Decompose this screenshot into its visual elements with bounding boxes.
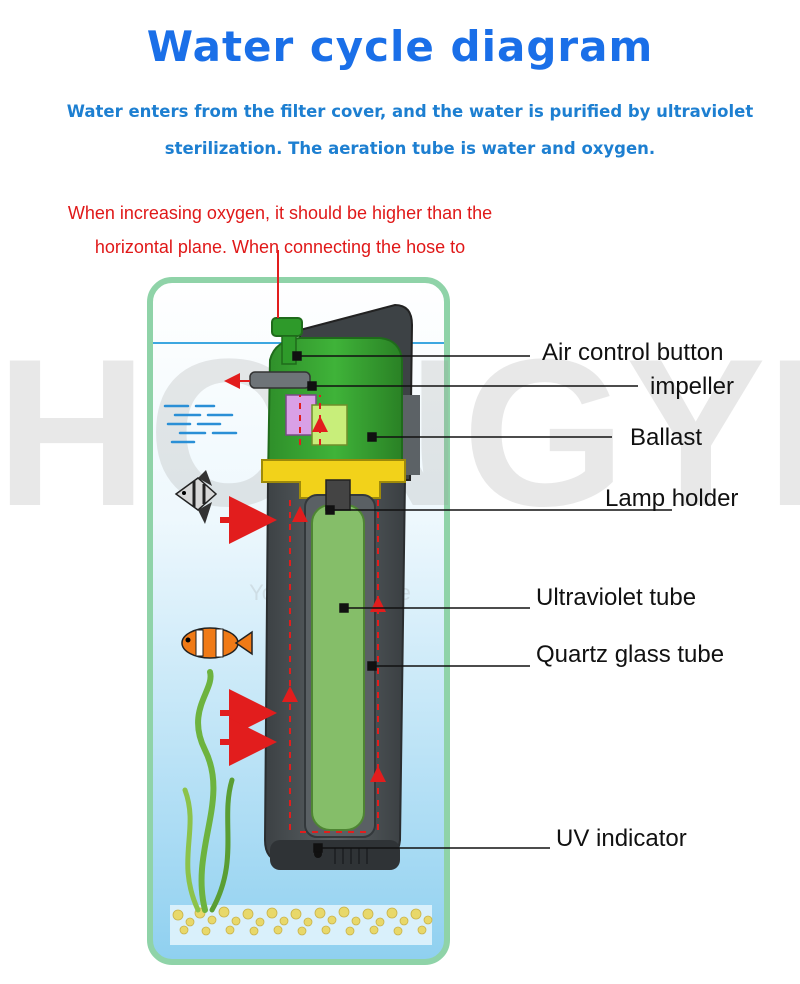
seaweed-plant [182, 669, 235, 913]
label-ballast: Ballast [630, 424, 703, 451]
label-quartz-glass-tube: Quartz glass tube [536, 641, 725, 668]
label-lamp-holder: Lamp holder [605, 485, 739, 512]
angelfish [174, 470, 218, 524]
label-air-control-button: Air control button [542, 339, 724, 366]
label-impeller: impeller [650, 373, 735, 400]
water-ripples [163, 404, 238, 444]
clownfish [181, 627, 253, 659]
label-uv-indicator: UV indicator [556, 825, 687, 852]
note-line-2: horizontal plane. When connecting the ho… [94, 237, 466, 257]
intro-line-2: sterilization. The aeration tube is wate… [164, 139, 656, 158]
label-ultraviolet-tube: Ultraviolet tube [536, 584, 697, 611]
label-leader-lines [292, 351, 672, 853]
diagram-title: Water cycle diagram [146, 22, 654, 71]
note-line-1: When increasing oxygen, it should be hig… [67, 203, 493, 223]
intro-line-1: Water enters from the filter cover, and … [66, 102, 754, 121]
uv-filter-unit [249, 303, 420, 870]
gravel-bed [170, 905, 433, 945]
water-flow-arrows [220, 250, 386, 833]
